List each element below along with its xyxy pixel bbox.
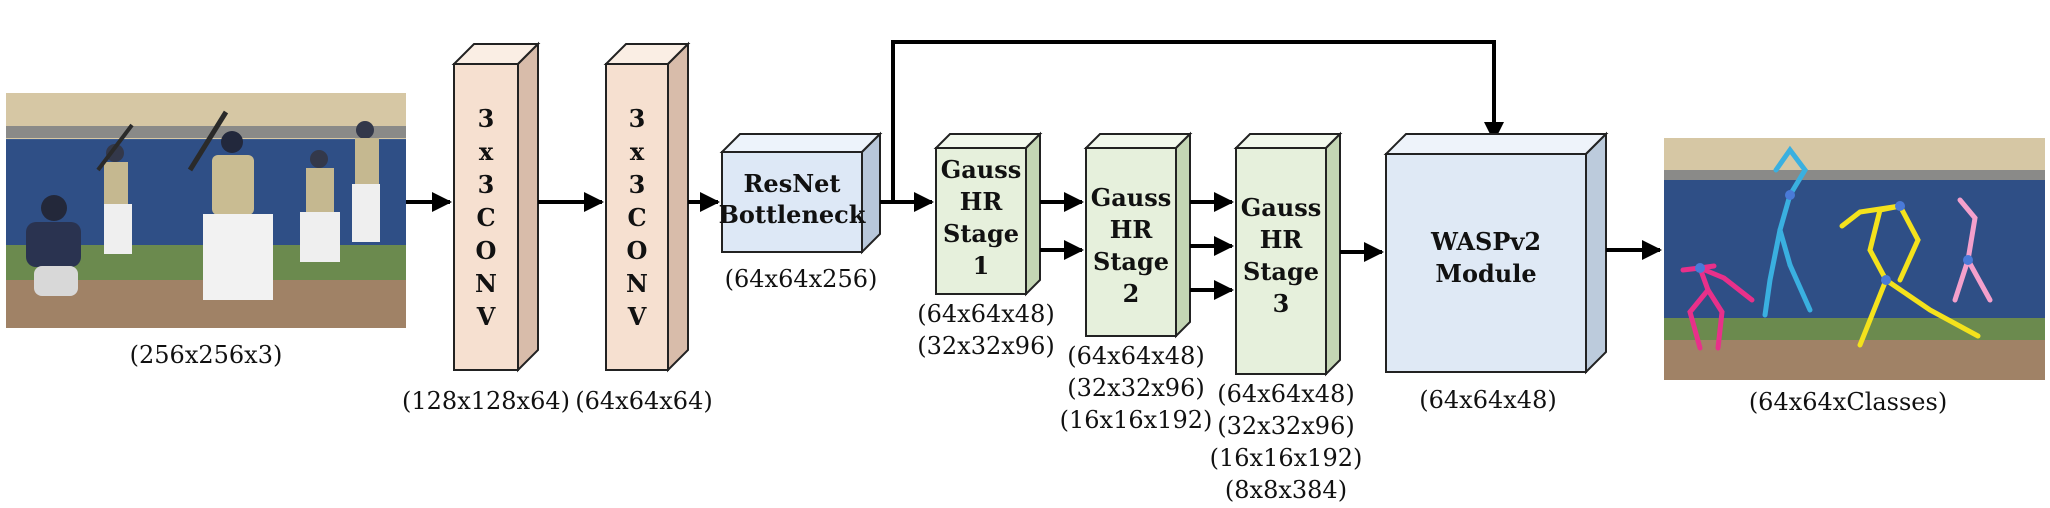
- resnet-block: ResNet Bottleneck: [719, 131, 883, 255]
- conv2-letter: 3: [629, 104, 646, 133]
- conv1-letter: 3: [478, 170, 495, 199]
- stage1-dims: (64x64x48): [917, 300, 1054, 328]
- input-image: [6, 93, 406, 328]
- stage3-label: 3: [1273, 289, 1290, 318]
- resnet-label-line2: Bottleneck: [719, 200, 867, 229]
- conv1-letter: x: [479, 137, 494, 166]
- pose-skeletons: [1680, 145, 1993, 351]
- stage3-block: Gauss HR Stage 3: [1233, 131, 1343, 377]
- conv2-letter: N: [626, 269, 648, 298]
- output-dims: (64x64xClasses): [1749, 388, 1947, 416]
- conv2-letter: 3: [629, 170, 646, 199]
- stage1-dims: (32x32x96): [917, 332, 1054, 360]
- conv1-letter: V: [476, 302, 496, 331]
- conv1-letter: N: [475, 269, 497, 298]
- stage1-label: 1: [973, 251, 990, 280]
- stage3-label: Stage: [1243, 257, 1319, 286]
- stage1-label: HR: [960, 187, 1004, 216]
- stage2-block: Gauss HR Stage 2: [1083, 131, 1193, 339]
- stage1-label: Stage: [943, 219, 1019, 248]
- stage3-dims: (32x32x96): [1217, 412, 1354, 440]
- output-image: [1664, 138, 2045, 380]
- stage1-block: Gauss HR Stage 1: [933, 131, 1043, 297]
- wasp-label-line1: WASPv2: [1430, 227, 1541, 256]
- stage3-label: HR: [1260, 225, 1304, 254]
- conv1-block: 3 x 3 C O N V: [451, 41, 541, 373]
- stage2-dims: (16x16x192): [1060, 406, 1213, 434]
- resnet-label-line1: ResNet: [743, 169, 840, 198]
- conv2-letter: V: [627, 302, 647, 331]
- conv2-dims: (64x64x64): [575, 387, 712, 415]
- conv2-letter: x: [630, 137, 645, 166]
- stage2-label: Gauss: [1091, 183, 1172, 212]
- stage2-dims: (64x64x48): [1067, 342, 1204, 370]
- input-dims: (256x256x3): [130, 341, 283, 369]
- stage2-label: 2: [1123, 279, 1140, 308]
- conv2-letter: C: [627, 203, 646, 232]
- stage3-dims: (16x16x192): [1210, 444, 1363, 472]
- stage3-dims: (8x8x384): [1225, 476, 1347, 504]
- resnet-dims: (64x64x256): [725, 265, 878, 293]
- wasp-dims: (64x64x48): [1419, 386, 1556, 414]
- stage2-dims: (32x32x96): [1067, 374, 1204, 402]
- conv1-dims: (128x128x64): [402, 387, 570, 415]
- stage2-label: Stage: [1093, 247, 1169, 276]
- conv2-letter: O: [627, 236, 648, 265]
- stage3-dims: (64x64x48): [1217, 380, 1354, 408]
- wasp-block: WASPv2 Module: [1383, 131, 1609, 375]
- stage2-label: HR: [1110, 215, 1154, 244]
- skip-connection-arrow: [891, 40, 1504, 202]
- stage3-label: Gauss: [1241, 193, 1322, 222]
- conv1-letter: C: [476, 203, 495, 232]
- conv2-block: 3 x 3 C O N V: [603, 41, 691, 373]
- wasp-label-line2: Module: [1435, 259, 1536, 288]
- conv1-letter: 3: [478, 104, 495, 133]
- conv1-letter: O: [476, 236, 497, 265]
- stage1-label: Gauss: [941, 155, 1022, 184]
